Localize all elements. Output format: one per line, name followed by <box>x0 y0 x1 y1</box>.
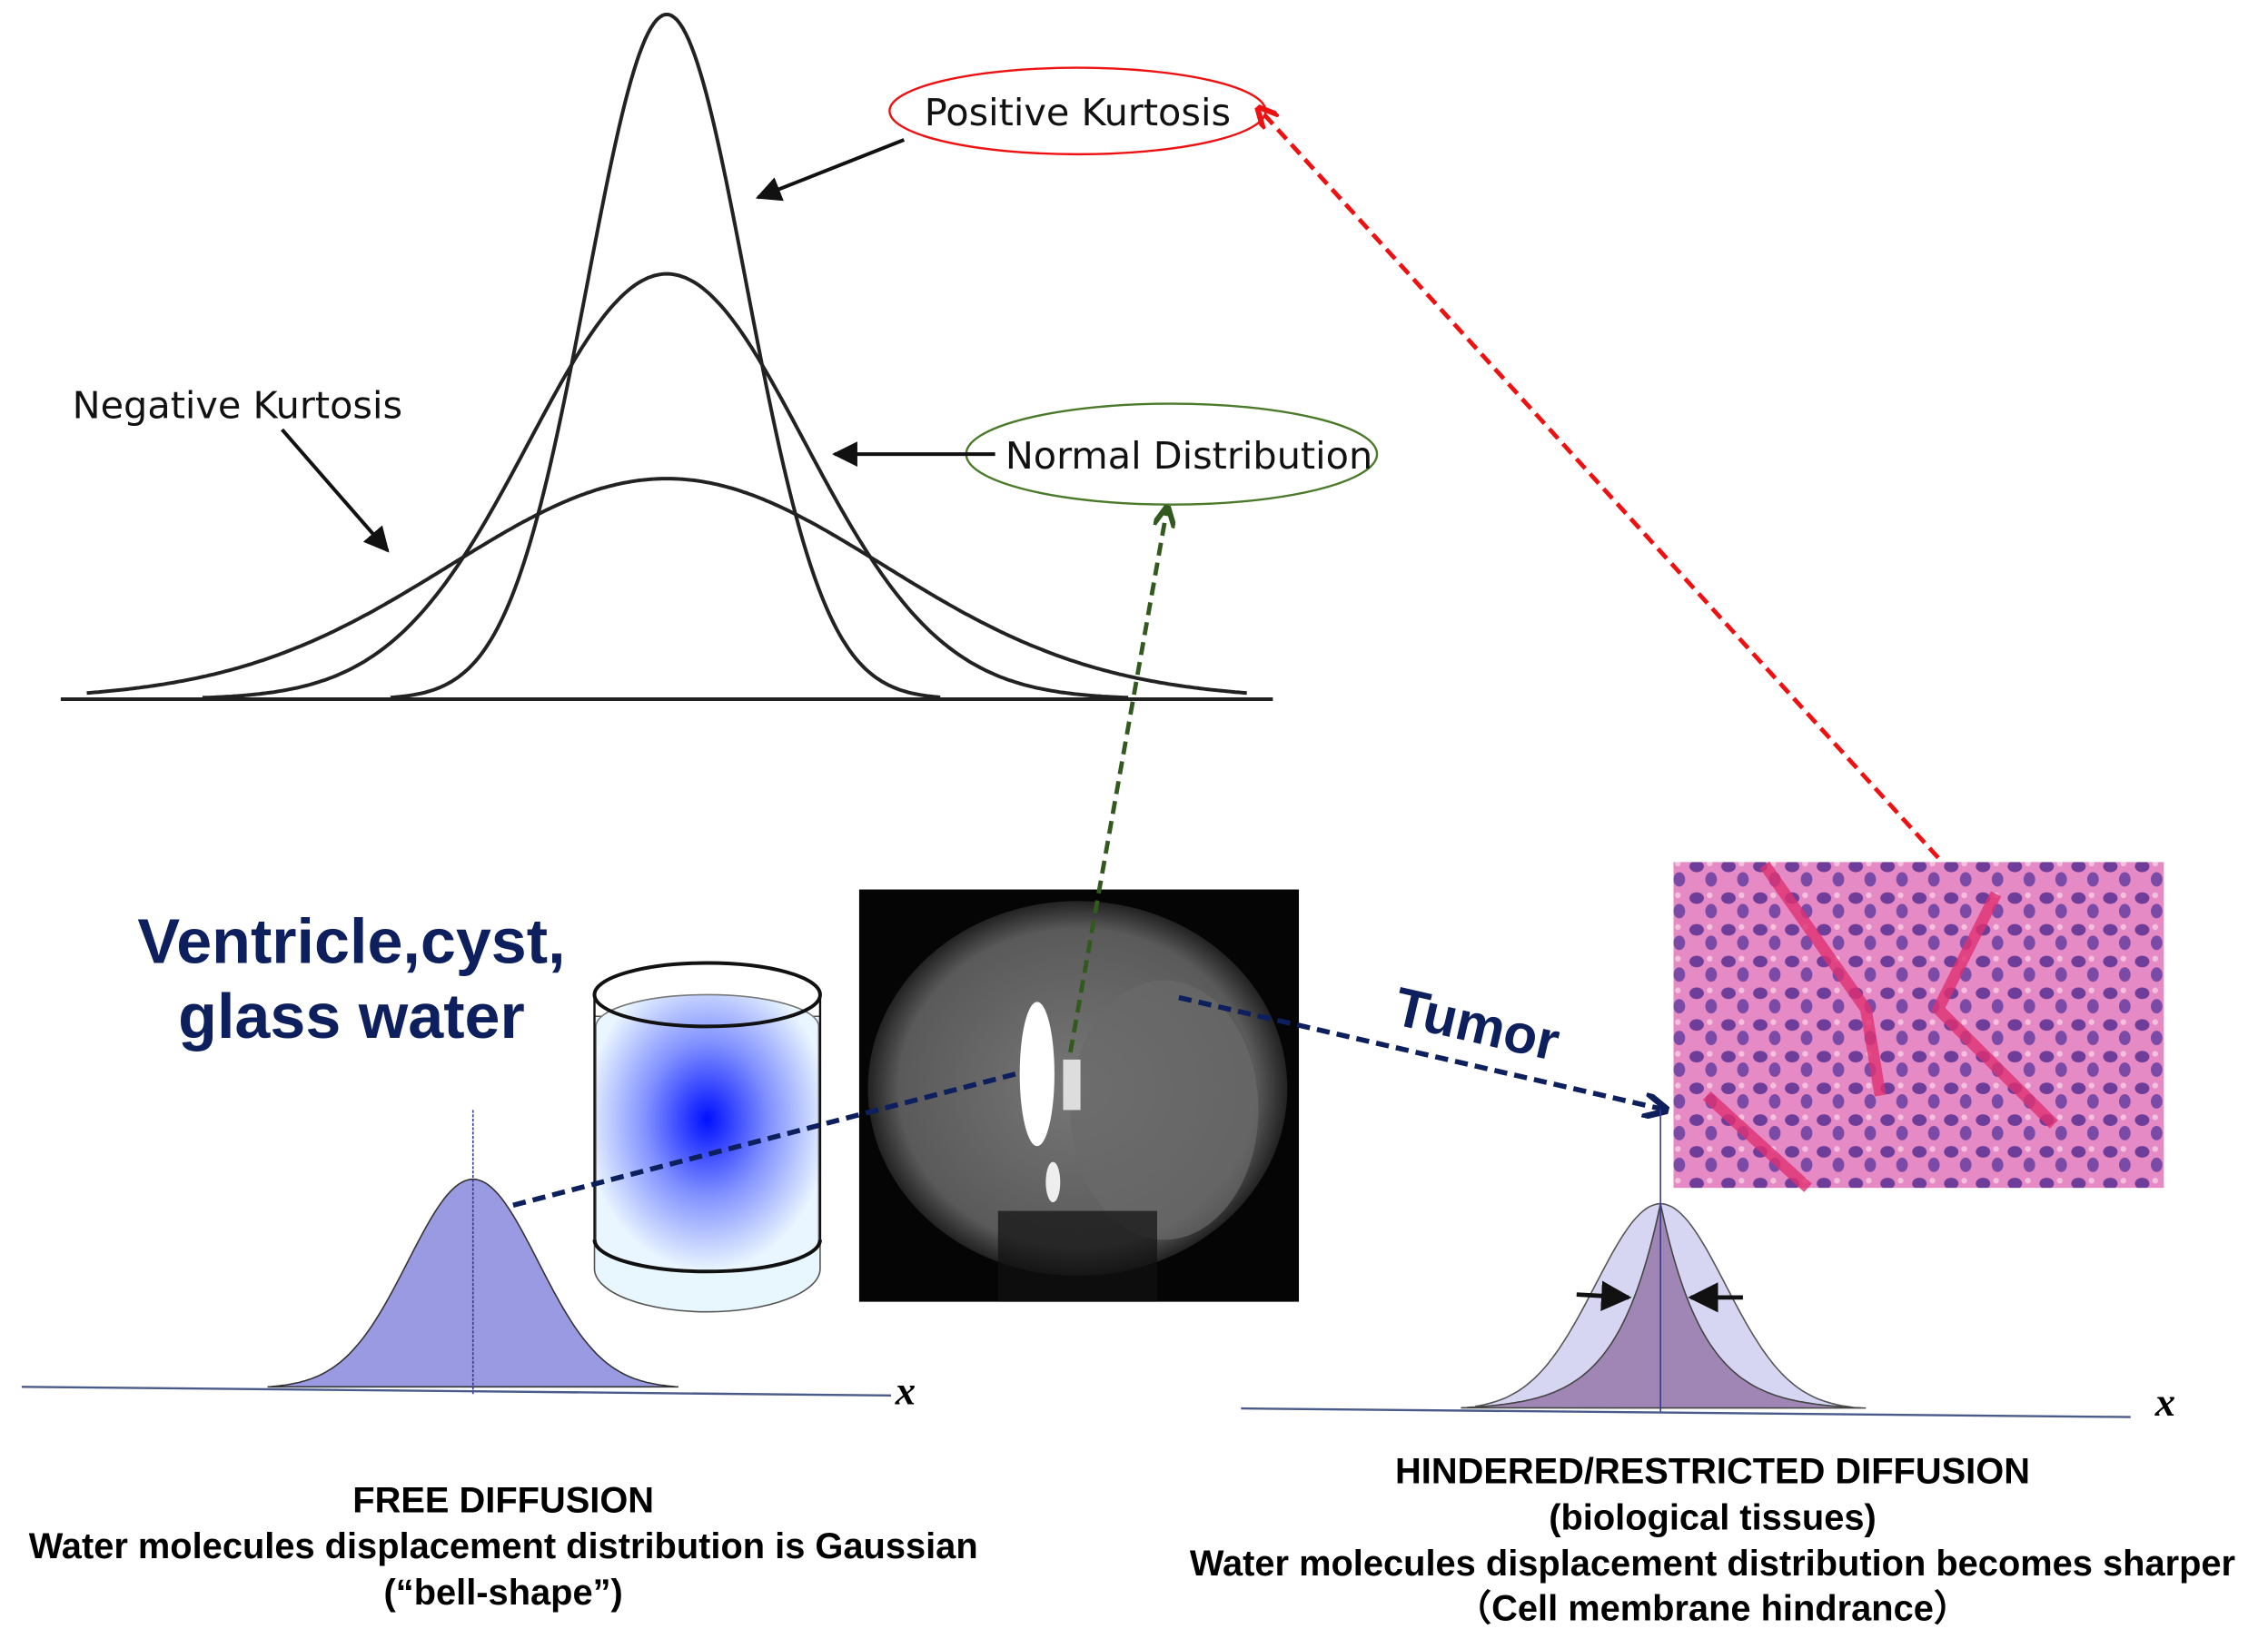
normal-distribution-curve <box>202 272 1129 700</box>
positive-kurtosis-label: Positive Kurtosis <box>925 91 1231 134</box>
restricted-diffusion-line3: （Cell membrane hindrance） <box>1455 1589 1969 1629</box>
dashed-arrow-to-free-diffusion <box>480 1071 1016 1214</box>
normal-distribution-label: Normal Distribution <box>1005 434 1372 478</box>
free-diffusion-line1: Water molecules displacement distributio… <box>29 1526 978 1566</box>
negative-kurtosis-label: Negative Kurtosis <box>73 383 402 427</box>
restricted-diffusion-title: HINDERED/RESTRICTED DIFFUSION <box>1395 1452 2030 1492</box>
free-diffusion-line2: (“bell-shape”) <box>384 1573 623 1613</box>
arrow-icon <box>1576 1280 1632 1311</box>
arrow-icon <box>281 428 390 553</box>
ventricle-title-line1: Ventricle,cyst, <box>137 906 565 977</box>
dashed-arrow-to-normal-distribution <box>1068 508 1167 1053</box>
free-diffusion-plot: x <box>21 1110 916 1413</box>
dashed-arrow-to-restricted-diffusion <box>1178 994 1667 1111</box>
tumor-title: Tumor <box>1389 975 1565 1072</box>
sharp-curve <box>1461 1203 1867 1409</box>
glass-of-water-illustration <box>592 961 822 1313</box>
negative-kurtosis-curve <box>86 477 1247 696</box>
x-axis <box>1241 1407 2131 1418</box>
brain-mri-image <box>858 889 1300 1302</box>
restricted-diffusion-line1: (biological tissues) <box>1549 1498 1877 1538</box>
restricted-diffusion-line2: Water molecules displacement distributio… <box>1190 1544 2235 1584</box>
x-axis <box>21 1386 891 1397</box>
x-axis-label: x <box>2154 1379 2175 1425</box>
ventricle-title-line2: glass water <box>178 981 525 1051</box>
tumor-histology-image <box>1673 861 2164 1192</box>
kurtosis-chart: Positive Kurtosis Normal Distribution Ne… <box>60 13 1379 701</box>
dashed-arrow-to-positive-kurtosis <box>1258 108 1940 860</box>
free-diffusion-title: FREE DIFFUSION <box>352 1480 654 1520</box>
positive-kurtosis-curve <box>390 13 941 700</box>
arrow-icon <box>755 138 906 202</box>
x-axis-label: x <box>895 1367 916 1413</box>
restricted-diffusion-plot: x <box>1241 1110 2175 1425</box>
